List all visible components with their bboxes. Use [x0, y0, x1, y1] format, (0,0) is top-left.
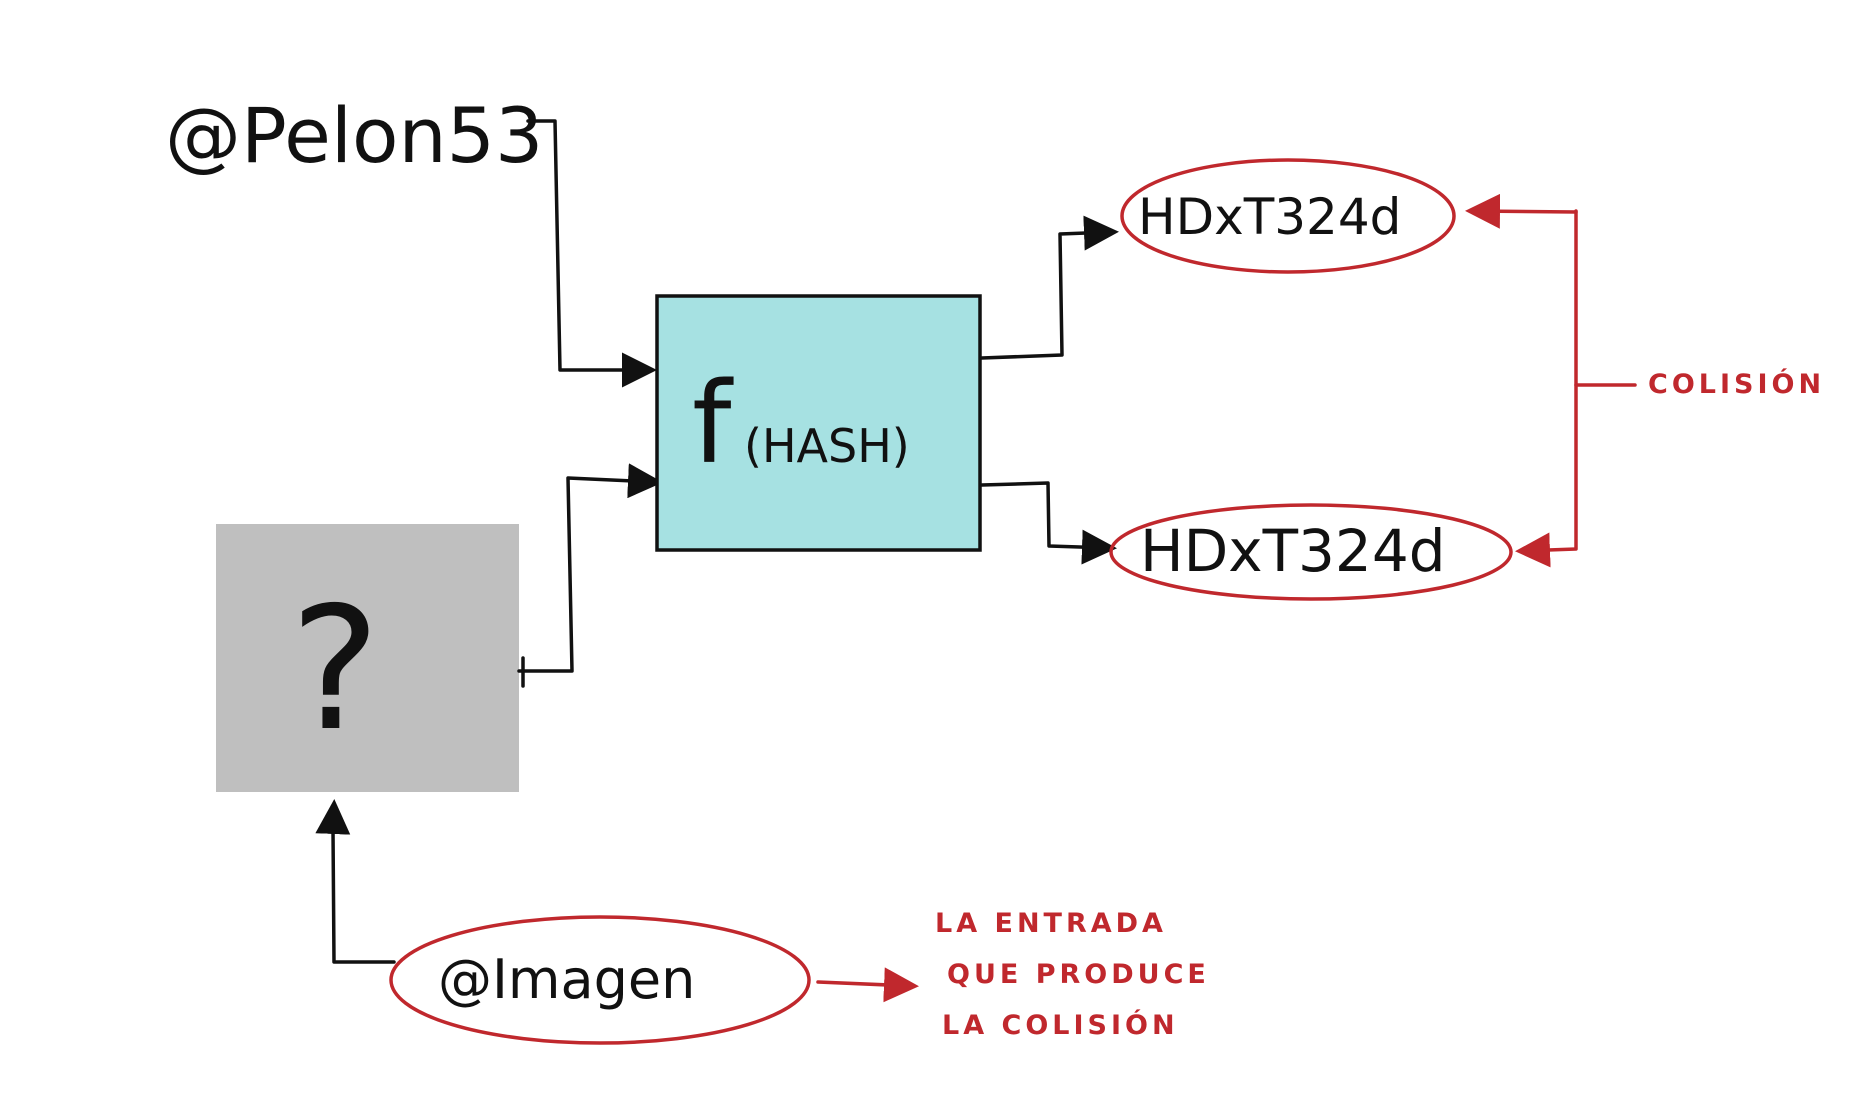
hash-function-name: (HASH)	[744, 419, 910, 473]
collision-label: COLISIÓN	[1648, 368, 1825, 400]
output-top-label: HDxT324d	[1138, 188, 1401, 246]
image-input-ellipse	[389, 915, 811, 1045]
output-bottom-ellipse	[1109, 503, 1513, 601]
collision-bracket-top	[1465, 193, 1578, 229]
output-bottom-wire	[980, 481, 1117, 565]
unknown-input-question-mark: ?	[290, 571, 380, 769]
known-input-label: @Pelon53	[165, 91, 543, 180]
image-input-label: @Imagen	[438, 948, 695, 1011]
image-note-line-3: LA COLISIÓN	[942, 1009, 1179, 1041]
hash-function-box	[655, 294, 982, 552]
unknown-input-box	[216, 524, 519, 792]
hash-function-symbol: f	[692, 359, 734, 489]
output-bottom-label: HDxT324d	[1140, 517, 1446, 585]
unknown-input-wire	[517, 463, 663, 673]
image-input-wire	[315, 799, 396, 964]
image-note-line-2: QUE PRODUCE	[947, 959, 1210, 990]
image-note-line-1: LA ENTRADA	[935, 908, 1167, 939]
output-top-ellipse	[1120, 158, 1456, 274]
known-input-wire	[526, 119, 657, 388]
collision-bracket-bottom	[1515, 209, 1578, 568]
output-top-wire	[980, 215, 1119, 360]
image-note-arrow	[816, 967, 919, 1003]
